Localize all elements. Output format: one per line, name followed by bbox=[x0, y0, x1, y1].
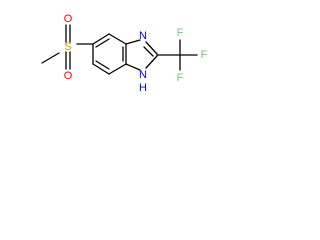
bonds bbox=[41, 24, 198, 75]
fluorine-bottom-atom: F bbox=[177, 72, 184, 84]
bond-imidazole-c2-top bbox=[145, 41, 158, 55]
oxygen-top-atom: O bbox=[64, 13, 73, 25]
molecule-diagram: S O O N N H F F F bbox=[41, 13, 208, 94]
oxygen-bottom-atom: O bbox=[64, 70, 73, 82]
bond-ring-4 bbox=[108, 63, 127, 75]
atom-labels: S O O N N H F F F bbox=[64, 13, 208, 94]
nitrogen-bottom-atom: N bbox=[139, 69, 147, 81]
fluorine-right-atom: F bbox=[201, 49, 208, 61]
fluorine-top-atom: F bbox=[177, 27, 184, 39]
sulfur-atom: S bbox=[64, 41, 71, 53]
bond-ring-inner-1 bbox=[95, 38, 110, 48]
nitrogen-bottom-h: H bbox=[139, 82, 147, 94]
bond-imidazole-c2-bottom bbox=[145, 55, 158, 69]
bond-ring-5 bbox=[92, 63, 110, 75]
bond-imidazole-c2-double bbox=[143, 46, 154, 57]
bond-ring-1 bbox=[92, 33, 110, 45]
bond-imidazole-top bbox=[125, 39, 141, 45]
structure-canvas: S O O N N H F F F bbox=[0, 0, 220, 127]
nitrogen-top-atom: N bbox=[139, 30, 147, 42]
bond-methyl-sulfur bbox=[41, 52, 60, 64]
bond-ring-2 bbox=[108, 33, 127, 45]
bond-imidazole-bottom bbox=[125, 63, 141, 71]
bond-ring-inner-2 bbox=[95, 60, 110, 70]
